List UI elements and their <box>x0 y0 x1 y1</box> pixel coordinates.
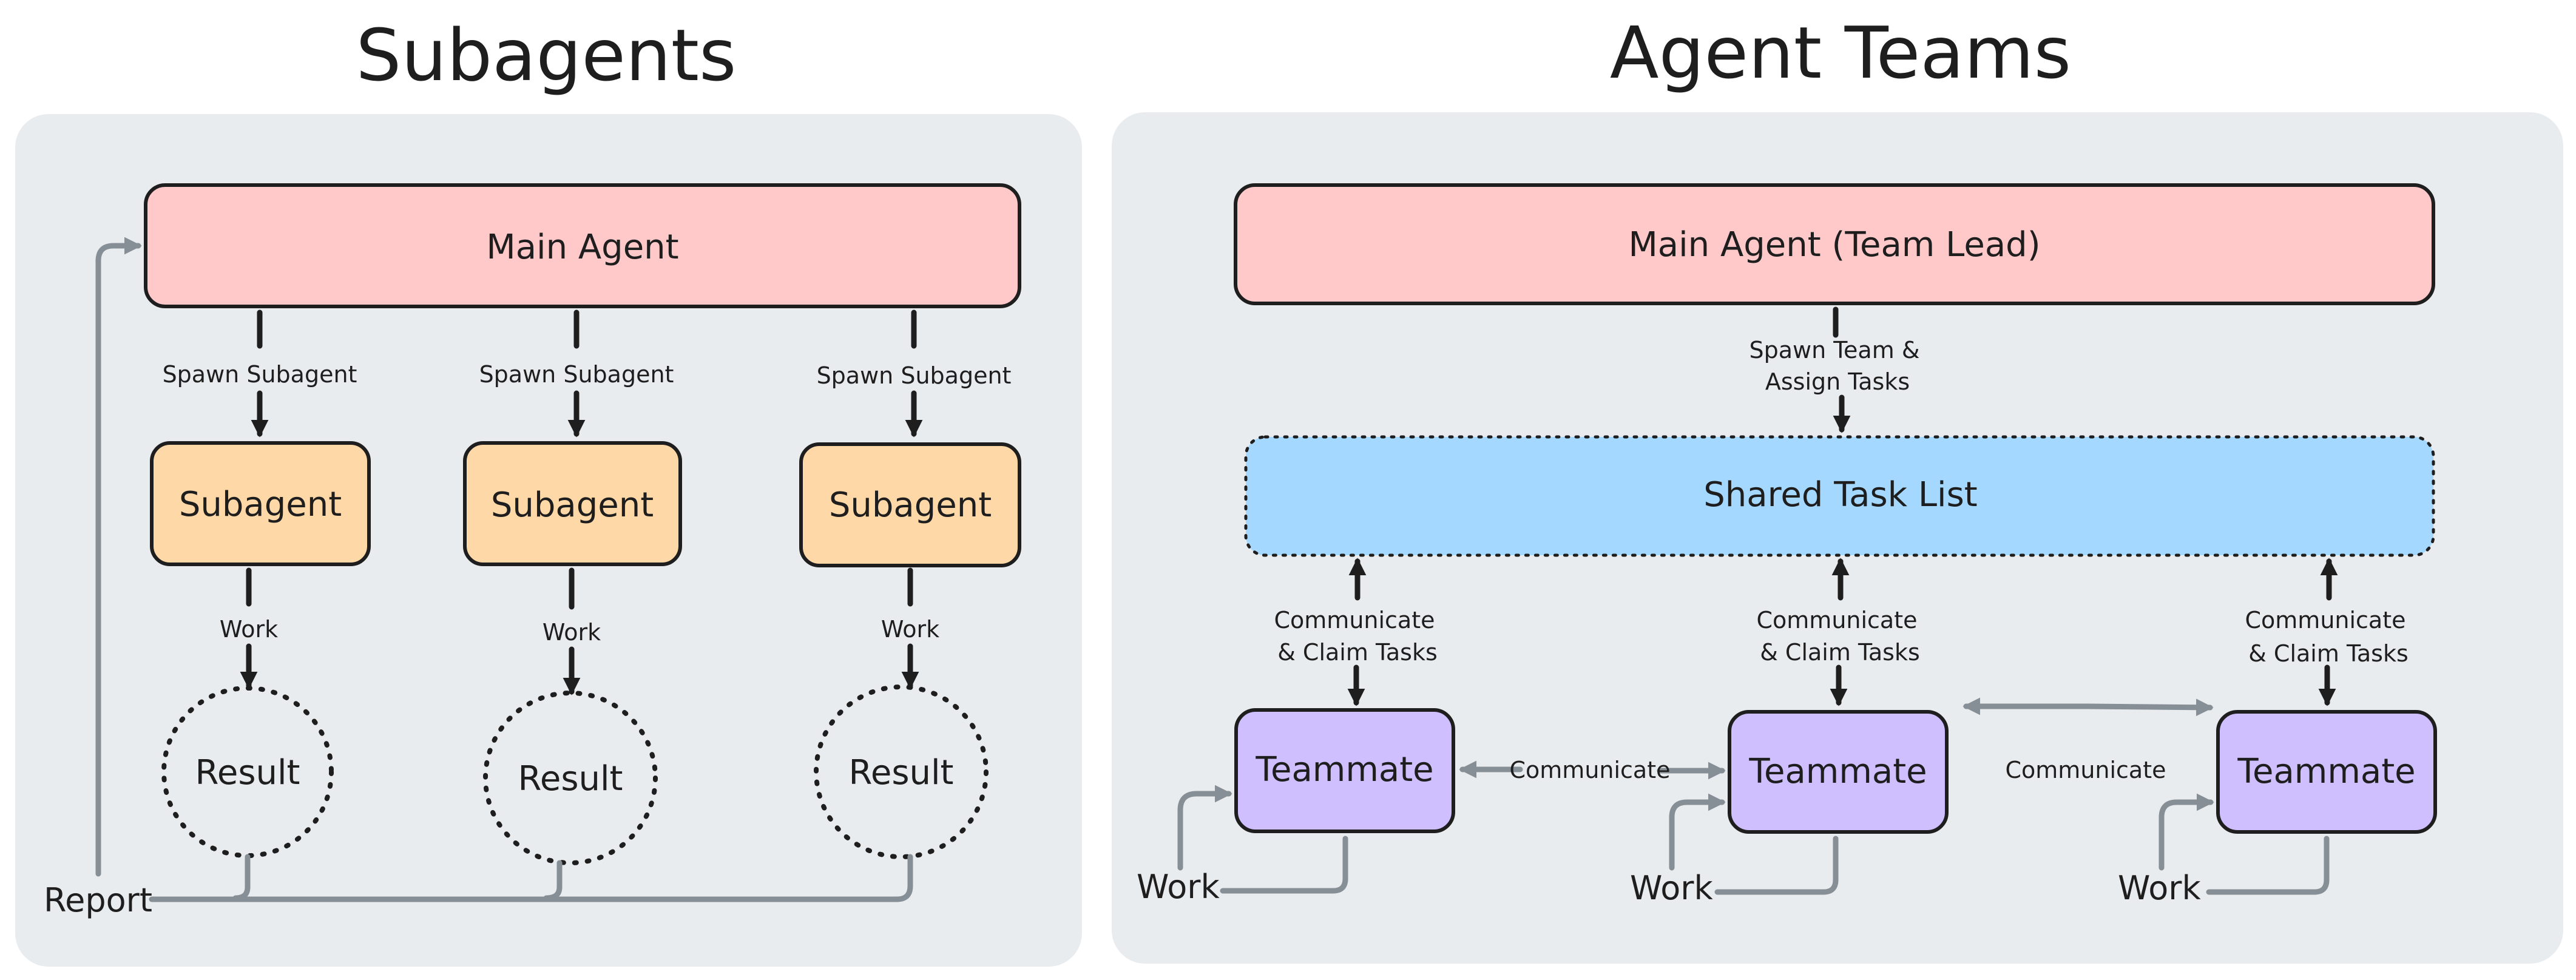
main-agent-label: Main Agent <box>486 228 678 267</box>
teammate-label-1: Teammate <box>1255 750 1433 789</box>
subagent-label-3: Subagent <box>829 485 992 525</box>
teammate-box-2 <box>1728 710 1949 834</box>
claim-label-2-line1: Communicate <box>1757 607 1918 634</box>
report-line <box>149 854 913 902</box>
spawn-subagent-label-2: Spawn Subagent <box>479 361 674 388</box>
communicate-label-1: Communicate <box>1510 757 1671 783</box>
teammate-label-2: Teammate <box>1748 752 1927 791</box>
work-label-team-3: Work <box>2118 869 2201 907</box>
shared-task-list-label: Shared Task List <box>1703 475 1978 515</box>
work-loop-3-up <box>2158 793 2214 871</box>
result-circle-2 <box>483 691 658 865</box>
work-loop-2-up <box>1669 793 1726 871</box>
claim-label-1-line2: & Claim Tasks <box>1277 639 1438 666</box>
work-label-sub-2: Work <box>543 619 601 646</box>
work-label-team-2: Work <box>1630 869 1713 907</box>
communicate-label-2: Communicate <box>2006 757 2166 783</box>
subagent-box-2 <box>463 441 682 566</box>
result-circle-3 <box>814 684 989 859</box>
claim-label-1-line1: Communicate <box>1274 607 1435 634</box>
spawn-team-label-line2: Assign Tasks <box>1765 368 1910 395</box>
claim-label-3-line2: & Claim Tasks <box>2248 640 2409 667</box>
team-lead-label: Main Agent (Team Lead) <box>1628 225 2040 265</box>
spawn-subagent-label-3: Spawn Subagent <box>817 362 1012 389</box>
report-branch-1 <box>232 854 251 901</box>
subagents-title: Subagents <box>356 13 737 97</box>
work-loop-3 <box>2206 836 2330 895</box>
communicate-arrow-2 <box>1962 697 2214 717</box>
work-loop-2 <box>1714 836 1839 895</box>
claim-label-2-line2: & Claim Tasks <box>1760 639 1920 666</box>
work-loop-1-up <box>1177 785 1232 871</box>
subagent-label-2: Subagent <box>491 485 654 525</box>
report-branch-2 <box>543 860 563 901</box>
work-label-sub-1: Work <box>220 616 278 643</box>
teammate-box-3 <box>2216 710 2437 834</box>
subagent-box-1 <box>150 441 371 566</box>
result-label-3: Result <box>848 753 953 792</box>
result-label-2: Result <box>518 759 623 799</box>
spawn-team-label-line1: Spawn Team & <box>1749 337 1920 363</box>
subagent-label-1: Subagent <box>179 485 342 524</box>
claim-label-3-line1: Communicate <box>2245 607 2406 634</box>
shared-task-list-box <box>1244 435 2435 557</box>
report-label: Report <box>44 881 152 919</box>
subagent-box-3 <box>799 442 1021 567</box>
agent-teams-title: Agent Teams <box>1610 11 2071 95</box>
main-agent-box <box>144 183 1021 308</box>
report-arrow <box>95 237 142 877</box>
result-label-1: Result <box>195 753 300 792</box>
work-label-sub-3: Work <box>881 616 939 643</box>
spawn-subagent-label-1: Spawn Subagent <box>163 361 357 388</box>
teammate-box-1 <box>1234 708 1455 833</box>
work-loop-1 <box>1220 836 1348 894</box>
team-lead-box <box>1234 183 2435 305</box>
work-label-team-1: Work <box>1137 868 1220 906</box>
teammate-label-3: Teammate <box>2237 752 2415 791</box>
